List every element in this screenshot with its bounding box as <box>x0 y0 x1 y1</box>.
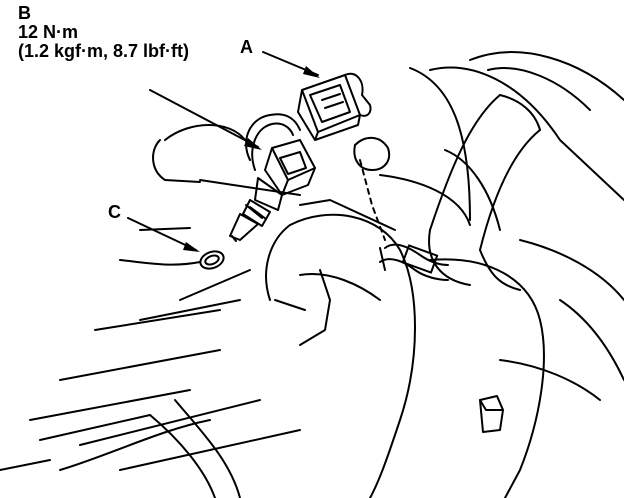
connector-a <box>297 72 372 141</box>
torque-nm-value: 12 N·m <box>18 21 79 42</box>
o-ring-c <box>199 250 225 270</box>
engine-background-contours <box>29 51 624 471</box>
bracket-tab <box>479 395 504 433</box>
harness-wire <box>245 113 391 241</box>
intake-pipe <box>0 213 545 498</box>
sensor-b <box>229 139 316 242</box>
torque-alt-values: (1.2 kgf·m, 8.7 lbf·ft) <box>18 40 190 61</box>
coolant-hose <box>428 94 541 291</box>
leader-arrows <box>127 51 320 252</box>
callout-b: B 12 N·m (1.2 kgf·m, 8.7 lbf·ft) <box>18 4 189 61</box>
callout-c-letter: C <box>108 202 121 222</box>
hose-clamp <box>379 243 449 281</box>
callout-b-letter: B <box>18 3 31 23</box>
callout-a-letter: A <box>240 37 253 57</box>
